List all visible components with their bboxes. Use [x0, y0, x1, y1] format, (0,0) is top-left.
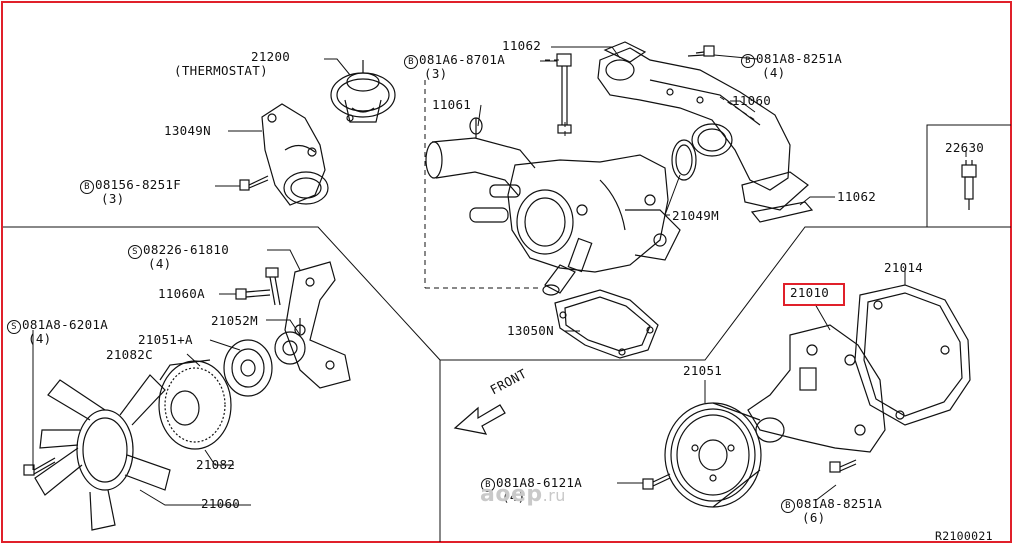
- part-number-081A8-8251A-top: 081A8-8251A: [756, 51, 843, 66]
- part-label-11060[interactable]: 11060: [732, 93, 772, 108]
- part-label-11061[interactable]: 11061: [432, 97, 472, 112]
- part-number-081A8-6201A: 081A8-6201A: [22, 317, 109, 332]
- section-dividers: [3, 124, 1011, 542]
- part-number-08226-61810: 08226-61810: [143, 242, 230, 257]
- quantity-081A6: (3): [424, 66, 448, 81]
- bolt-b-icon: B: [741, 54, 755, 68]
- highlight-box-21010: [783, 283, 845, 306]
- bolt-s-icon: S: [128, 245, 142, 259]
- part-label-21014[interactable]: 21014: [884, 260, 924, 275]
- part-label-21051-A[interactable]: 21051+A: [138, 332, 193, 347]
- fan-clutch-drawing: [158, 339, 273, 450]
- bolt-b-icon: B: [80, 180, 94, 194]
- part-label-21082C[interactable]: 21082C: [106, 347, 153, 362]
- part-label-11060A[interactable]: 11060A: [158, 286, 205, 301]
- part-label-21010[interactable]: 21010: [790, 285, 830, 300]
- part-number-081A8-8251A-bottom: 081A8-8251A: [796, 496, 883, 511]
- bolt-s-icon: S: [7, 320, 21, 334]
- water-pump-drawing: [642, 284, 971, 508]
- watermark-text: aoep: [480, 482, 543, 507]
- thermostat-drawing: [330, 60, 396, 123]
- part-number-08156-8251F: 08156-8251F: [95, 177, 182, 192]
- sensor-22630-drawing: [961, 160, 977, 210]
- quantity-081A8-top: (4): [762, 65, 786, 80]
- part-label-21052M[interactable]: 21052M: [211, 313, 258, 328]
- inlet-housing-drawing: [425, 53, 697, 296]
- gasket-13050N-drawing: [554, 289, 659, 359]
- leader-lines: [32, 46, 967, 506]
- bolt-b-icon: B: [481, 478, 495, 492]
- watermark-logo: aoep.ru: [480, 482, 566, 507]
- quantity-081A8-bottom-right: (6): [802, 510, 826, 525]
- thermostat-housing-drawing: [261, 103, 329, 206]
- part-label-22630[interactable]: 22630: [945, 140, 985, 155]
- bolt-08156-drawing: [239, 175, 269, 191]
- thermostat-caption: (THERMOSTAT): [174, 63, 268, 78]
- dashed-leaders: [424, 59, 756, 289]
- diagram-code: R2100021: [935, 529, 993, 543]
- front-arrow-icon: [453, 404, 506, 435]
- part-label-21060[interactable]: 21060: [201, 496, 241, 511]
- bolt-b-icon: B: [781, 499, 795, 513]
- quantity-081A8-bottom: (4): [502, 489, 526, 504]
- part-label-13050N[interactable]: 13050N: [507, 323, 554, 338]
- quantity-08156: (3): [101, 191, 125, 206]
- quantity-08226: (4): [148, 256, 172, 271]
- fan-21060-drawing: [23, 374, 171, 531]
- part-label-21200[interactable]: 21200: [251, 49, 291, 64]
- water-outlet-11060-drawing: [597, 41, 814, 223]
- part-number-081A8-6121A: 081A8-6121A: [496, 475, 583, 490]
- part-label-11062-right[interactable]: 11062: [837, 189, 877, 204]
- watermark-suffix: .ru: [542, 486, 566, 505]
- part-label-13049N[interactable]: 13049N: [164, 123, 211, 138]
- bolt-b-icon: B: [404, 55, 418, 69]
- part-number-081A6-8701A: 081A6-8701A: [419, 52, 506, 67]
- part-label-21049M[interactable]: 21049M: [672, 208, 719, 223]
- part-label-21051[interactable]: 21051: [683, 363, 723, 378]
- part-label-21082[interactable]: 21082: [196, 457, 236, 472]
- quantity-081A8-left: (4): [28, 331, 52, 346]
- fan-bracket-drawing: [235, 261, 351, 389]
- part-label-11062-top[interactable]: 11062: [502, 38, 542, 53]
